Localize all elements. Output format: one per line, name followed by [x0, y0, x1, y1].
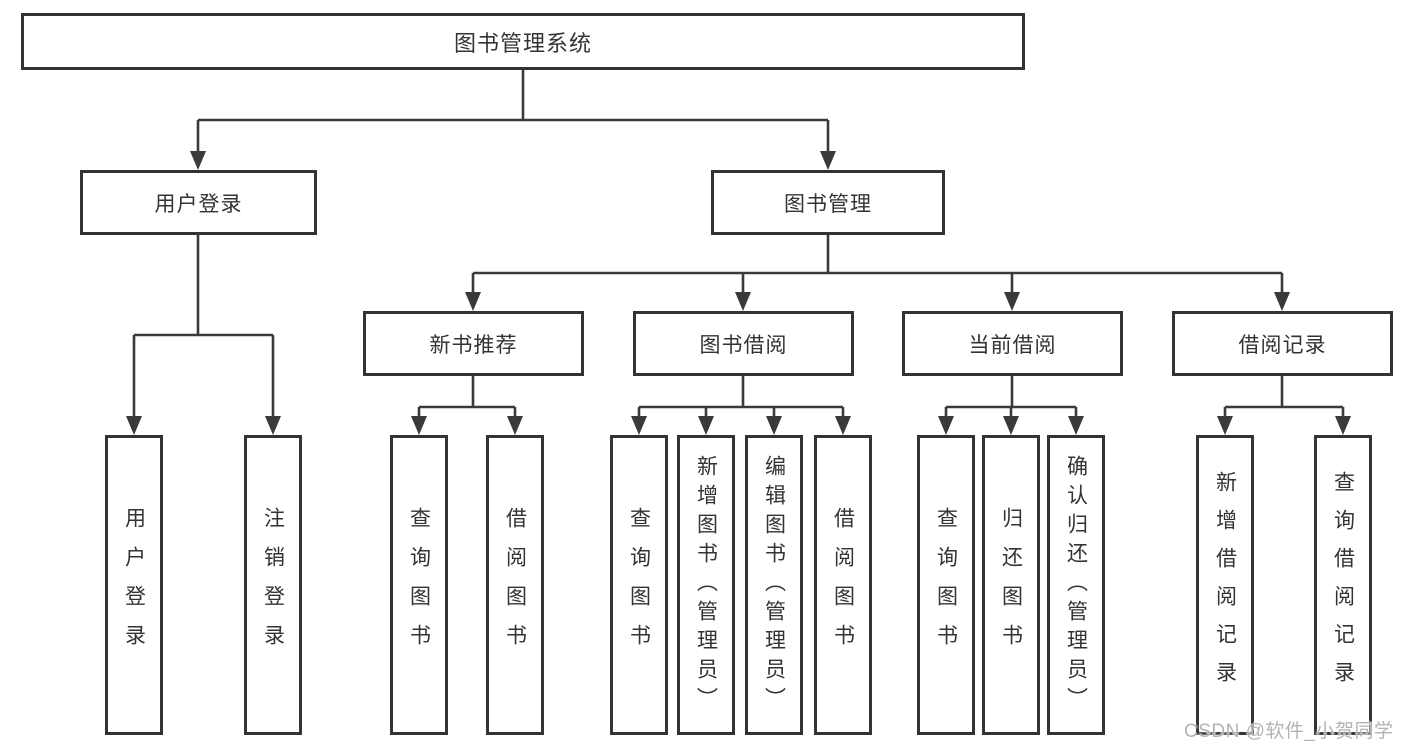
node-book-borrowing: 图书借阅 [633, 311, 854, 376]
node-label: 新书推荐 [429, 333, 518, 357]
node-label: 新增借阅记录 [1213, 471, 1237, 699]
node-label: 借阅图书 [831, 507, 855, 663]
node-label: 图书借阅 [699, 333, 788, 357]
leaf-logout: 注销登录 [244, 435, 302, 735]
node-label: 借阅记录 [1238, 333, 1327, 357]
node-label: 当前借阅 [968, 333, 1057, 357]
node-label: 查询图书 [407, 507, 431, 663]
node-label: 查询图书 [934, 507, 958, 663]
node-label: 注销登录 [261, 507, 285, 663]
node-current-borrowing: 当前借阅 [902, 311, 1123, 376]
node-label: 新增图书（管理员） [694, 454, 718, 716]
leaf-bb-query-books: 查询图书 [610, 435, 668, 735]
node-label: 用户登录 [154, 192, 243, 216]
leaf-br-query-record: 查询借阅记录 [1314, 435, 1372, 735]
node-book-management: 图书管理 [711, 170, 945, 235]
node-label: 借阅图书 [503, 507, 527, 663]
node-new-book-recommendation: 新书推荐 [363, 311, 584, 376]
leaf-cb-query-books: 查询图书 [917, 435, 975, 735]
leaf-cb-return-books: 归还图书 [982, 435, 1040, 735]
leaf-bb-borrow-books: 借阅图书 [814, 435, 872, 735]
node-label: 确认归还（管理员） [1064, 454, 1088, 716]
leaf-user-login: 用户登录 [105, 435, 163, 735]
node-user-login: 用户登录 [80, 170, 317, 235]
node-label: 查询借阅记录 [1331, 471, 1355, 699]
node-borrowing-records: 借阅记录 [1172, 311, 1393, 376]
leaf-nb-query-books: 查询图书 [390, 435, 448, 735]
leaf-bb-edit-books-admin: 编辑图书（管理员） [745, 435, 803, 735]
node-label: 用户登录 [122, 507, 146, 663]
leaf-nb-borrow-books: 借阅图书 [486, 435, 544, 735]
node-label: 图书管理系统 [453, 30, 592, 56]
leaf-bb-add-books-admin: 新增图书（管理员） [677, 435, 735, 735]
node-label: 查询图书 [627, 507, 651, 663]
node-label: 图书管理 [784, 192, 872, 216]
csdn-watermark: CSDN @软件_小贺同学 [1184, 721, 1394, 742]
node-label: 编辑图书（管理员） [762, 454, 786, 716]
node-library-management-system: 图书管理系统 [21, 13, 1025, 70]
node-label: 归还图书 [999, 507, 1023, 663]
leaf-cb-confirm-return-admin: 确认归还（管理员） [1047, 435, 1105, 735]
leaf-br-add-record: 新增借阅记录 [1196, 435, 1254, 735]
